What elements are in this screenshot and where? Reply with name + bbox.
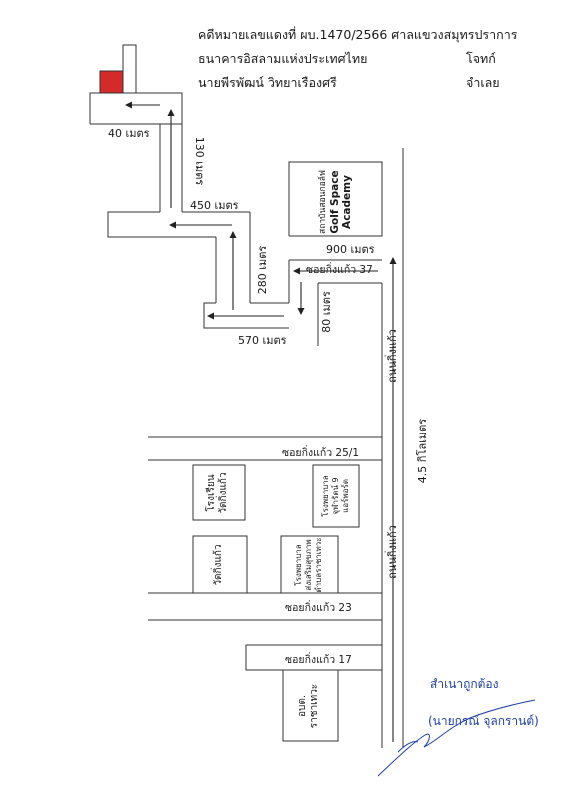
road-label-soi25-1: ซอยกิ่งแก้ว 25/1 — [282, 447, 360, 459]
road-label-soi23: ซอยกิ่งแก้ว 23 — [285, 602, 352, 614]
temple-label-1: วัดกิ่งแก้ว — [213, 544, 224, 586]
plaintiff-name: ธนาคารอิสลามแห่งประเทศไทย — [198, 51, 368, 66]
golf-academy-en-2: Academy — [341, 175, 353, 229]
hospital-label: โรงพยาบาล จุฬารัตน์ 9 แอร์พอร์ต — [321, 461, 351, 531]
signature-scribble — [377, 699, 536, 777]
soi17-outline — [245, 644, 382, 671]
clinic-label: โรงพยาบาล ส่งเสริมสุขภาพ ตำบลราชาเทวะ — [294, 530, 324, 600]
label-450m: 450 เมตร — [190, 199, 239, 212]
hospital-label-3: แอร์พอร์ต — [341, 479, 350, 513]
office-label: อบต. ราชาเทวะ — [297, 676, 323, 736]
plaintiff-role: โจทก์ — [466, 51, 496, 66]
label-4-5km: 4.5 กิโลเมตร — [416, 418, 429, 484]
label-280m: 280 เมตร — [256, 245, 269, 295]
office-building — [282, 670, 339, 742]
road-label-main-upper: ถนนกิ่งแก้ว — [386, 329, 399, 383]
golf-academy-label: สถาบันสอนกอล์ฟ Golf Space Academy — [318, 162, 354, 242]
hospital-label-1: โรงพยาบาล — [321, 475, 330, 517]
hospital-label-2: จุฬารัตน์ 9 — [331, 477, 340, 515]
golf-academy-th: สถาบันสอนกอล์ฟ — [318, 170, 328, 234]
label-130m: 130 เมตร — [193, 136, 206, 186]
golf-block-outline — [288, 161, 383, 237]
label-80m: 80 เมตร — [320, 291, 333, 333]
top-lot-outline — [122, 44, 137, 93]
school-label-1: โรงเรียน — [206, 474, 217, 512]
golf-academy-en-1: Golf Space — [329, 170, 341, 234]
label-900m: 900 เมตร — [326, 243, 375, 256]
road-label-main-lower: ถนนกิ่งแก้ว — [386, 525, 399, 579]
road-label-soi17: ซอยกิ่งแก้ว 17 — [285, 654, 352, 666]
label-570m: 570 เมตร — [238, 334, 287, 347]
hospital-building — [312, 464, 360, 528]
top-road-outline — [89, 92, 183, 125]
certified-copy-text: สำเนาถูกต้อง — [430, 677, 499, 691]
office-label-2: ราชาเทวะ — [309, 683, 320, 729]
case-number: คดีหมายเลขแดงที่ ผบ.1470/2566 ศาลแขวงสมุ… — [198, 27, 518, 42]
temple-label: วัดกิ่งแก้ว — [213, 530, 227, 600]
defendant-name: นายพีรพัฒน์ วิทยาเรืองศรี — [198, 75, 337, 90]
school-building — [192, 464, 246, 521]
road-label-soi37: ซอยกิ่งแก้ว 37 — [306, 264, 373, 276]
clinic-label-3: ตำบลราชาเทวะ — [314, 537, 323, 593]
target-property-marker — [99, 70, 124, 94]
road-570-outline — [203, 302, 289, 329]
clinic-label-2: ส่งเสริมสุขภาพ — [304, 539, 313, 591]
school-label-2: วัดกิ่งแก้ว — [218, 472, 229, 514]
signer-name: (นายกรณ์ จุลกรานต์) — [428, 714, 539, 728]
clinic-label-1: โรงพยาบาล — [294, 544, 303, 586]
defendant-role: จำเลย — [466, 75, 500, 90]
label-40m: 40 เมตร — [108, 127, 150, 140]
road-450-outline — [107, 211, 216, 238]
office-label-1: อบต. — [297, 694, 308, 718]
school-label: โรงเรียน วัดกิ่งแก้ว — [206, 463, 232, 523]
